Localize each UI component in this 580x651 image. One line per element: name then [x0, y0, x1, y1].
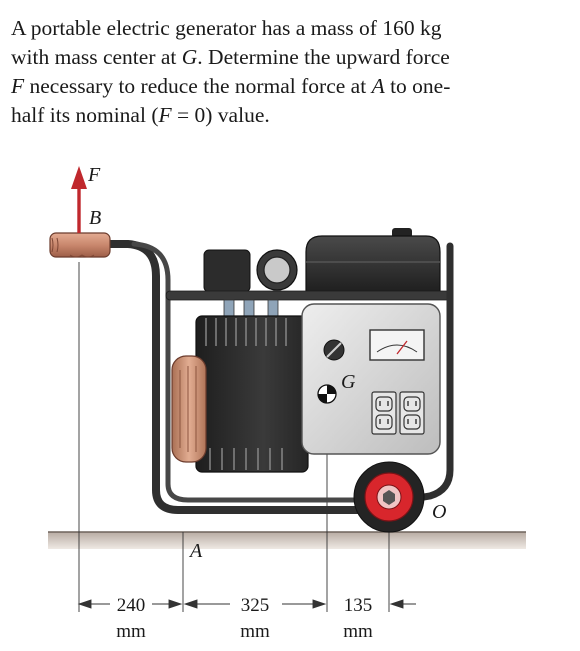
- dimension-value: 135: [344, 595, 373, 616]
- control-panel: [301, 303, 441, 455]
- problem-line-2: with mass center at G. Determine the upw…: [11, 45, 450, 69]
- air-filter: [203, 249, 298, 293]
- engine-block: [195, 315, 309, 473]
- label-force-F: F: [87, 164, 101, 186]
- dimension-unit: mm: [116, 621, 146, 642]
- problem-line-4: half its nominal (F = 0) value.: [11, 103, 270, 127]
- dimension-value: 325: [241, 595, 270, 616]
- generator-figure: F B: [48, 164, 526, 642]
- dimension-lines: [77, 599, 416, 609]
- mass-center-symbol: [317, 384, 337, 404]
- force-arrow: [71, 166, 87, 233]
- dimension-325: 325 mm: [240, 595, 270, 642]
- problem-line-3: F necessary to reduce the normal force a…: [11, 74, 451, 98]
- label-mass-center-G: G: [341, 371, 356, 393]
- dimension-value: 240: [117, 595, 146, 616]
- wheel: [353, 461, 425, 533]
- dimension-240: 240 mm: [116, 595, 146, 642]
- dimension-unit: mm: [240, 621, 270, 642]
- label-wheel-center-O: O: [432, 501, 446, 523]
- problem-line-1: A portable electric generator has a mass…: [11, 16, 442, 40]
- right-frame: [402, 242, 454, 504]
- fuel-tank: [305, 228, 441, 293]
- ground: [48, 531, 526, 549]
- connector-pipes: [223, 299, 279, 319]
- dimension-135: 135 mm: [343, 595, 373, 642]
- alternator-cap: [171, 355, 207, 463]
- label-contact-A: A: [188, 540, 203, 562]
- handle-grip: [49, 232, 111, 258]
- label-point-B: B: [89, 207, 101, 229]
- handle-frame: [104, 240, 372, 514]
- dimension-unit: mm: [343, 621, 373, 642]
- top-frame-bar: [165, 290, 454, 301]
- problem-statement: A portable electric generator has a mass…: [11, 14, 567, 130]
